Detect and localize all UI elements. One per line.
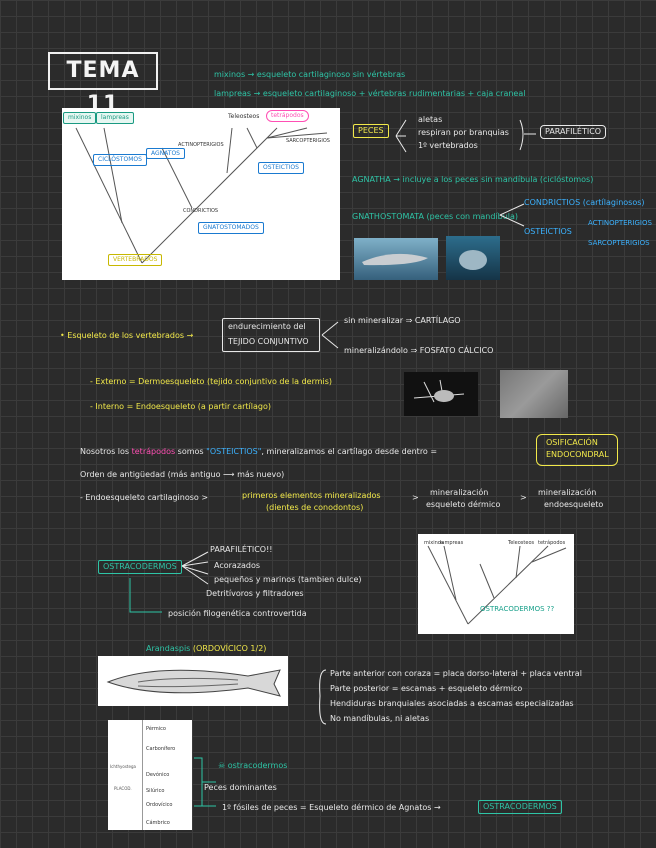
arandaspis-name: Arandaspis (ORDOVÍCICO 1/2) xyxy=(146,644,266,654)
antiguedad-a: - Endoesqueleto cartilaginoso > xyxy=(80,493,208,503)
nosotros-text-1: Nosotros los xyxy=(80,447,132,456)
phylogeny-tree-1-svg xyxy=(62,108,340,280)
arandaspis-drawing xyxy=(98,656,288,706)
ostraco-down-arrow xyxy=(126,576,166,616)
fish-photo xyxy=(446,236,500,280)
peces-brace xyxy=(394,116,414,156)
ostraco-parafiletico: PARAFILÉTICO!! xyxy=(210,545,273,555)
arandaspis-fact-3: Hendiduras branquiales asociadas a escam… xyxy=(330,699,574,709)
phylogeny-image-2 xyxy=(418,534,574,634)
agnatha-line: AGNATHA → incluye a los peces sin mandíb… xyxy=(352,175,593,185)
peces-label: PECES xyxy=(353,124,389,138)
esqueleto-box-line1: endurecimiento del xyxy=(228,322,306,332)
fossil-fish-shape xyxy=(404,372,478,416)
phylogeny-image-1 xyxy=(62,108,340,280)
antiguedad-d2: endoesqueleto xyxy=(544,500,603,510)
page-title: TEMA 11 xyxy=(48,52,158,90)
tree2-tip-lampreas: lampreas xyxy=(440,538,463,548)
esqueleto-lead: • Esqueleto de los vertebrados → xyxy=(60,331,193,341)
gnatostomata-sarco: SARCOPTERIGIOS xyxy=(588,238,650,248)
intro-line-lampreas: lampreas → esqueleto cartilaginoso + vér… xyxy=(214,89,525,99)
tree2-question: OSTRACODERMOS ?? xyxy=(480,604,554,614)
period-permico: Pérmico xyxy=(146,724,166,734)
antiguedad-b: primeros elementos mineralizados xyxy=(242,491,381,501)
antiguedad-c2: esqueleto dérmico xyxy=(426,500,500,510)
timeline-dominantes: Peces dominantes xyxy=(204,783,277,793)
period-ordovicico: Ordovícico xyxy=(146,800,172,810)
tip-teleosteos: Teleosteos xyxy=(228,112,259,122)
peces-arrow xyxy=(518,118,538,152)
timeline-left-label-2: PLACOD. xyxy=(114,784,132,794)
antiguedad-c1: mineralización xyxy=(430,488,488,498)
ostraco-posicion: posición filogenética controvertida xyxy=(168,609,307,619)
ostraco-acorazados: Acorazados xyxy=(214,561,260,571)
label-gnatostomados: GNATOSTOMADOS xyxy=(198,222,264,234)
orden-line: Orden de antigüedad (más antiguo ⟶ más n… xyxy=(80,470,284,480)
gnatostomata-osteictios: OSTEICTIOS xyxy=(524,227,572,237)
antiguedad-gt-1: > xyxy=(412,493,419,503)
period-devonico: Devónico xyxy=(146,770,169,780)
antiguedad-b2: (dientes de conodontos) xyxy=(266,503,363,513)
timeline-image: Pérmico Carbonífero Devónico Silúrico Or… xyxy=(108,720,192,830)
nosotros-text-2: somos xyxy=(175,447,206,456)
label-vertebrados: VERTEBRADOS xyxy=(108,254,162,266)
arandaspis-fact-4: No mandíbulas, ni aletas xyxy=(330,714,429,724)
osificacion-badge-line2: ENDOCONDRAL xyxy=(546,450,609,460)
peces-item-vertebrados: 1º vertebrados xyxy=(418,141,478,151)
label-osteictios: OSTEICTIOS xyxy=(258,162,304,174)
peces-item-branquias: respiran por branquias xyxy=(418,128,509,138)
fossil-fish-photo xyxy=(404,372,478,416)
tree2-tip-teleosteos: Teleosteos xyxy=(508,538,534,548)
gnatostomata-line: GNATHOSTOMATA (peces con mandíbula) xyxy=(352,212,518,222)
period-cambrico: Cámbrico xyxy=(146,818,170,828)
nosotros-osteictios: "OSTEICTIOS" xyxy=(206,447,261,456)
shark-shape xyxy=(354,238,438,280)
timeline-fosiles: 1º fósiles de peces = Esqueleto dérmico … xyxy=(222,803,441,813)
antiguedad-d1: mineralización xyxy=(538,488,596,498)
dermis-photo xyxy=(500,370,568,418)
tip-mixinos: mixinos xyxy=(63,112,96,124)
nosotros-tetrapodos: tetrápodos xyxy=(132,447,176,456)
timeline-left-label-1: Ichthyostega xyxy=(110,762,136,772)
esqueleto-box-line2: TEJIDO CONJUNTIVO xyxy=(228,337,309,347)
gnatostomata-actino: ACTINOPTERIGIOS xyxy=(588,218,652,228)
externo-line: - Externo = Dermoesqueleto (tejido conju… xyxy=(90,377,332,387)
interno-line: - Interno = Endoesqueleto (a partir cart… xyxy=(90,402,271,412)
ostracodermos-box: OSTRACODERMOS xyxy=(98,560,182,574)
label-ciclostomos: CICLÓSTOMOS xyxy=(93,154,147,166)
ostracodermos-fork xyxy=(180,548,214,588)
gnatostomata-condrictios: CONDRICTIOS (cartílaginosos) xyxy=(524,198,645,208)
period-carbonifero: Carbonífero xyxy=(146,744,175,754)
timeline-ostracodermos-note: ☠ ostracodermos xyxy=(218,761,287,771)
arandaspis-image xyxy=(98,656,288,706)
esqueleto-fork xyxy=(320,318,342,352)
tip-tetrapodos: tetrápodos xyxy=(266,110,309,122)
phylogeny-tree-2-svg xyxy=(418,534,574,634)
arandaspis-brace xyxy=(316,668,328,726)
arandaspis-fact-1: Parte anterior con coraza = placa dorso-… xyxy=(330,669,582,679)
nosotros-text-3: , mineralizamos el cartílago desde dentr… xyxy=(261,447,437,456)
ostraco-detritivoros: Detritívoros y filtradores xyxy=(206,589,303,599)
label-actinopterigios: ACTINOPTERIGIOS xyxy=(178,140,224,150)
fish-shape xyxy=(446,236,500,280)
timeline-fosiles-box: OSTRACODERMOS xyxy=(478,800,562,814)
osificacion-badge-line1: OSIFICACIÓN xyxy=(546,438,598,448)
nosotros-line: Nosotros los tetrápodos somos "OSTEICTIO… xyxy=(80,447,437,457)
esqueleto-branch-fosfato: mineralizándolo ⇒ FOSFATO CÁLCICO xyxy=(344,346,493,356)
label-sarcopterigios: SARCOPTERIGIOS xyxy=(286,136,330,146)
esqueleto-branch-cartilago: sin mineralizar ⇒ CARTÍLAGO xyxy=(344,316,461,326)
period-silurico: Silúrico xyxy=(146,786,164,796)
tip-lampreas: lampreas xyxy=(96,112,134,124)
arandaspis-fact-2: Parte posterior = escamas + esqueleto dé… xyxy=(330,684,522,694)
ostraco-pequenos: pequeños y marinos (tambien dulce) xyxy=(214,575,362,585)
tree2-tip-tetrapodos: tetrápodos xyxy=(538,538,565,548)
peces-parafiletico: PARAFILÉTICO xyxy=(540,125,606,139)
antiguedad-gt-2: > xyxy=(520,493,527,503)
arandaspis-period: (ORDOVÍCICO 1/2) xyxy=(193,644,267,653)
peces-item-aletas: aletas xyxy=(418,115,442,125)
intro-line-mixinos: mixinos → esqueleto cartilaginoso sin vé… xyxy=(214,70,405,80)
arandaspis-name-text: Arandaspis xyxy=(146,644,190,653)
label-condrictios: CONDRICTIOS xyxy=(183,206,218,216)
shark-photo xyxy=(354,238,438,280)
